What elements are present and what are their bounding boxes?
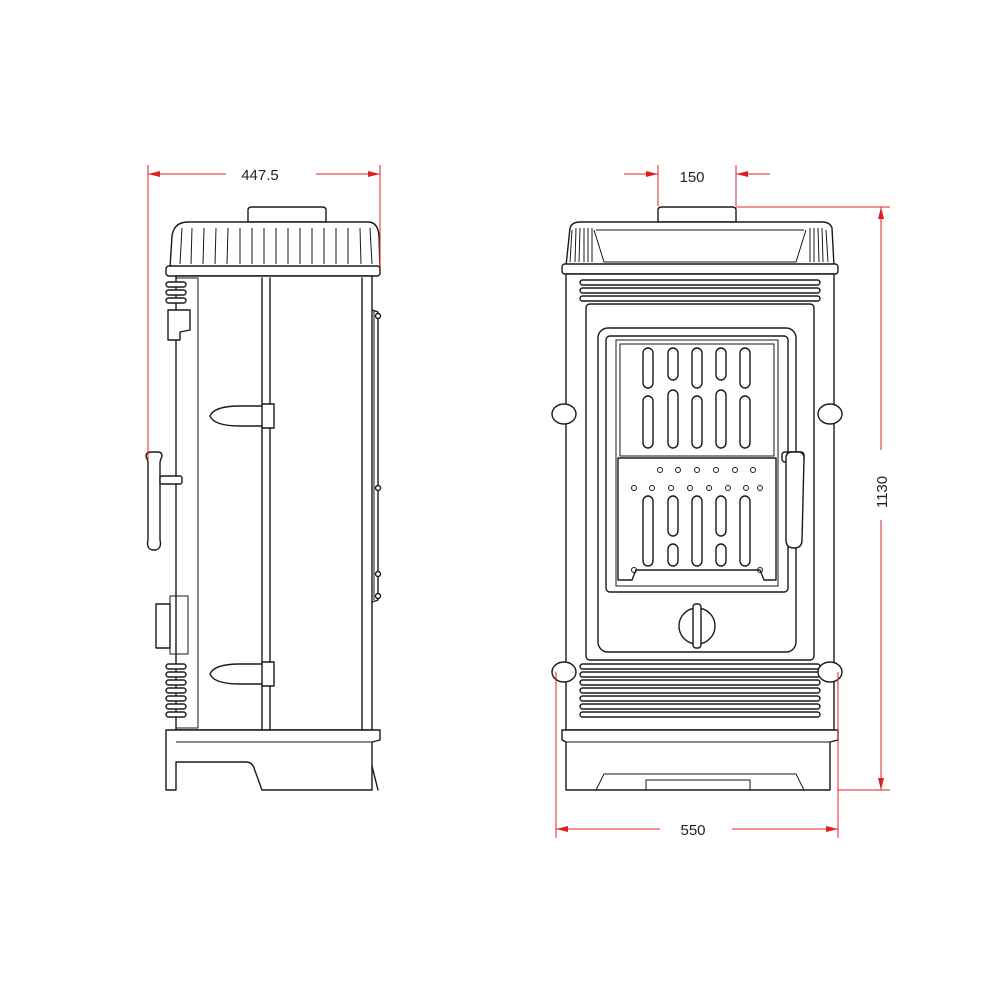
front-side-knobs bbox=[551, 403, 843, 683]
dim-height-label: 1130 bbox=[874, 476, 891, 508]
side-rear-panel bbox=[371, 309, 379, 603]
side-base bbox=[165, 729, 381, 791]
front-view bbox=[551, 206, 843, 791]
dimension-width: 550 bbox=[555, 672, 839, 839]
side-door-hinge-top bbox=[167, 309, 191, 341]
front-ash-pan bbox=[645, 779, 751, 791]
dim-flue-label: 150 bbox=[679, 169, 704, 186]
side-seam bbox=[261, 277, 271, 731]
side-door-handle bbox=[145, 451, 183, 551]
side-handle-upper bbox=[209, 405, 265, 427]
front-top-plate bbox=[565, 221, 835, 267]
front-flue-collar bbox=[657, 206, 737, 223]
side-top-rim bbox=[165, 265, 381, 277]
side-rear-clips bbox=[374, 312, 382, 600]
dimension-flue: 150 bbox=[624, 165, 770, 206]
front-firebox-back bbox=[615, 339, 779, 587]
front-ribs-bottom bbox=[579, 663, 821, 718]
front-upper-slots bbox=[642, 347, 751, 449]
front-base bbox=[561, 729, 839, 791]
side-handle-lower bbox=[209, 663, 265, 685]
dim-width-label: 550 bbox=[680, 822, 705, 839]
side-front-ribs-bottom bbox=[165, 663, 187, 718]
side-flue-collar bbox=[247, 206, 327, 223]
dimension-side-depth: 447.5 bbox=[147, 165, 381, 460]
side-view bbox=[145, 206, 382, 791]
front-top-rim bbox=[561, 263, 839, 275]
dimension-height: 1130 bbox=[736, 206, 891, 791]
front-top-fins bbox=[569, 227, 829, 263]
front-air-control-knob bbox=[678, 603, 716, 649]
side-top-plate bbox=[169, 221, 381, 269]
dim-side-depth-label: 447.5 bbox=[241, 167, 279, 184]
side-ash-door bbox=[155, 603, 171, 649]
front-ribs-top bbox=[579, 279, 821, 302]
front-door-handle bbox=[781, 451, 805, 549]
front-lower-slots bbox=[642, 495, 751, 567]
side-front-ribs-top bbox=[165, 281, 187, 304]
side-door-panel bbox=[175, 277, 199, 729]
front-air-holes bbox=[631, 467, 763, 573]
side-top-fins bbox=[179, 227, 373, 265]
